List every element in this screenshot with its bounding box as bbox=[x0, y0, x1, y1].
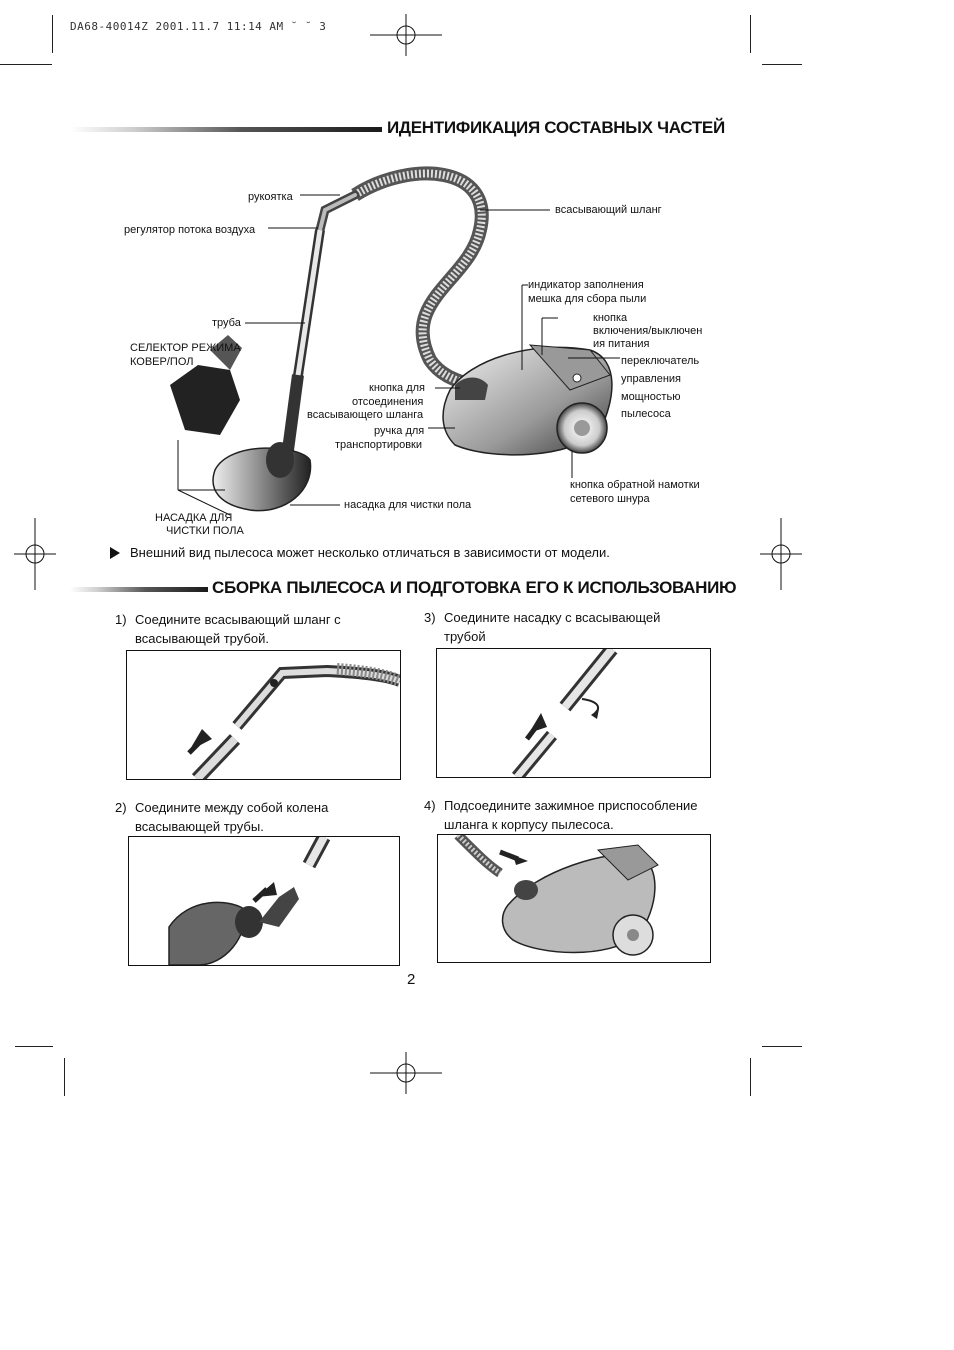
section2-title: СБОРКА ПЫЛЕСОСА И ПОДГОТОВКА ЕГО К ИСПОЛ… bbox=[212, 578, 737, 597]
registration-mark-top bbox=[370, 14, 442, 56]
page-number: 2 bbox=[407, 971, 416, 988]
step-1-line2: всасывающей трубой. bbox=[135, 631, 269, 646]
label-floor-nozzle-line1: НАСАДКА ДЛЯ bbox=[155, 512, 233, 524]
label-handle: рукоятка bbox=[248, 191, 293, 203]
step-3-line1: Соедините насадку с всасывающей bbox=[444, 610, 661, 625]
label-power-control-line1: переключатель bbox=[621, 355, 700, 367]
label-hose-release-line2: отсоединения bbox=[352, 396, 424, 408]
step-3-illustration bbox=[436, 648, 711, 778]
label-power-control-line4: пылесоса bbox=[621, 408, 671, 420]
step-2-number: 2) bbox=[115, 800, 127, 815]
label-cord-rewind-line1: кнопка обратной намотки bbox=[570, 479, 700, 491]
label-dust-indicator-line2: мешка для сбора пыли bbox=[528, 293, 647, 305]
label-mode-selector-line2: КОВЕР/ПОЛ bbox=[130, 356, 194, 368]
step-1-illustration bbox=[126, 650, 401, 780]
print-info: DA68-40014Z 2001.11.7 11:14 AM ˘ ˘ 3 bbox=[70, 20, 327, 33]
registration-mark-left bbox=[14, 518, 56, 590]
section2-rule bbox=[70, 587, 208, 592]
label-carry-handle-line2: транспортировки bbox=[335, 439, 423, 451]
label-carry-handle-line1: ручка для bbox=[374, 425, 425, 437]
step-3-text: 3) Соедините насадку с всасывающей трубой bbox=[424, 608, 660, 646]
step-2-line1: Соедините между собой колена bbox=[135, 800, 329, 815]
step-4-line2: шланга к корпусу пылесоса. bbox=[444, 817, 614, 832]
label-hose-release-line3: всасывающего шланга bbox=[307, 409, 424, 421]
label-hose-release-line1: кнопка для bbox=[369, 382, 425, 394]
step-4-line1: Подсоедините зажимное приспособление bbox=[444, 798, 698, 813]
step-2-illustration bbox=[128, 836, 400, 966]
label-floor-nozzle-small: насадка для чистки пола bbox=[344, 499, 472, 511]
label-tube: труба bbox=[212, 317, 241, 329]
label-cord-rewind-line2: сетевого шнура bbox=[570, 493, 650, 505]
label-dust-indicator-line1: индикатор заполнения bbox=[528, 279, 644, 291]
label-suction-hose: всасывающий шланг bbox=[555, 204, 662, 216]
label-power-control-line3: мощностью bbox=[621, 391, 681, 403]
registration-mark-right bbox=[760, 518, 802, 590]
registration-mark-bottom bbox=[370, 1052, 442, 1094]
section1-rule bbox=[70, 127, 382, 132]
step-2-text: 2) Соедините между собой колена всасывающ… bbox=[115, 798, 328, 836]
step-3-number: 3) bbox=[424, 610, 436, 625]
step-2-line2: всасывающей трубы. bbox=[135, 819, 264, 834]
step-4-text: 4) Подсоедините зажимное приспособление ш… bbox=[424, 796, 698, 834]
step-3-line2: трубой bbox=[444, 629, 486, 644]
vacuum-parts-illustration bbox=[150, 160, 630, 545]
step-1-line1: Соедините всасывающий шланг с bbox=[135, 612, 341, 627]
step-1-text: 1) Соедините всасывающий шланг с всасываю… bbox=[115, 610, 341, 648]
label-power-button-line1: кнопка bbox=[593, 312, 628, 324]
note-arrow-icon bbox=[110, 547, 120, 559]
label-power-control-line2: управления bbox=[621, 373, 681, 385]
step-1-number: 1) bbox=[115, 612, 127, 627]
label-airflow-regulator: регулятор потока воздуха bbox=[124, 224, 256, 236]
label-power-button-line2: включения/выключен bbox=[593, 325, 703, 337]
section1-title: ИДЕНТИФИКАЦИЯ СОСТАВНЫХ ЧАСТЕЙ bbox=[387, 118, 725, 137]
appearance-note: Внешний вид пылесоса может несколько отл… bbox=[130, 545, 610, 560]
label-mode-selector-line1: СЕЛЕКТОР РЕЖИМА bbox=[130, 342, 241, 354]
step-4-illustration bbox=[437, 834, 711, 963]
label-floor-nozzle-line2: ЧИСТКИ ПОЛА bbox=[166, 525, 244, 537]
step-4-number: 4) bbox=[424, 798, 436, 813]
label-power-button-line3: ия питания bbox=[593, 338, 650, 350]
